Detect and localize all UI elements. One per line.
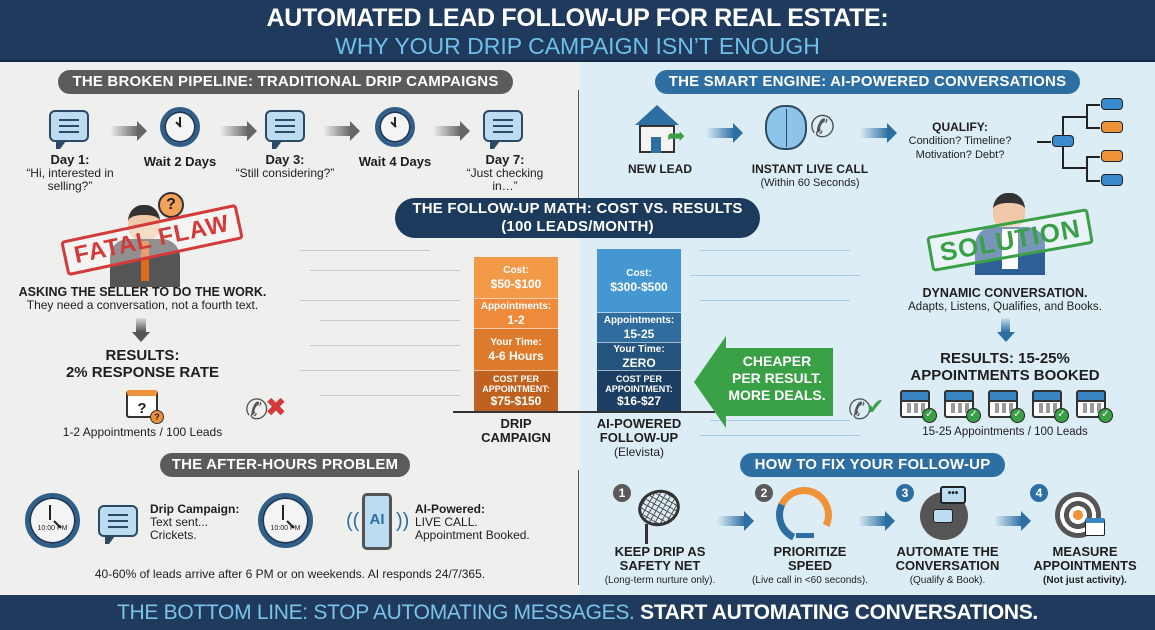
fix-step-1: KEEP DRIP AS SAFETY NET (Long-term nurtu… xyxy=(604,544,716,586)
calendar-check-icon: ✓ xyxy=(1032,390,1069,423)
ai-cost-segment: Cost: $300-$500 xyxy=(597,249,681,313)
step-number-badge: 3 xyxy=(896,484,914,502)
message-bubble-icon xyxy=(265,110,305,149)
arrow-down-head xyxy=(997,332,1015,342)
message-bubble-icon xyxy=(98,505,138,544)
net-handle xyxy=(645,524,648,544)
fix-step-3: AUTOMATE THE CONVERSATION (Qualify & Boo… xyxy=(895,544,1000,586)
fatal-flaw-description: ASKING THE SELLER TO DO THE WORK. They n… xyxy=(18,285,267,312)
ai-bar-label: AI-POWERED FOLLOW-UP (Elevista) xyxy=(596,416,682,460)
arrow-right-icon xyxy=(706,123,743,143)
arrow-right-icon xyxy=(323,121,360,141)
drip-cost-segment: Cost: $50-$100 xyxy=(474,257,558,299)
question-mark-icon: ? xyxy=(158,192,184,218)
drip-cost-bar: Cost: $50-$100 Appointments: 1-2 Your Ti… xyxy=(474,257,558,411)
timeline-step-1: Day 1: “Hi, interested in selling?” xyxy=(26,152,114,193)
timeline-step-2: Wait 2 Days xyxy=(143,154,217,169)
drip-bar-label: DRIP CAMPAIGN xyxy=(481,416,551,445)
instant-live-call-label: INSTANT LIVE CALL (Within 60 Seconds) xyxy=(751,162,869,190)
bottom-line-part1: THE BOTTOM LINE: STOP AUTOMATING MESSAGE… xyxy=(117,601,635,624)
drip-appointments-segment: Appointments: 1-2 xyxy=(474,299,558,329)
green-check-icon: ✔ xyxy=(866,394,885,419)
page-subtitle: WHY YOUR DRIP CAMPAIGN ISN’T ENOUGH xyxy=(335,33,820,59)
drip-results: RESULTS: 2% RESPONSE RATE xyxy=(65,347,220,381)
bottom-line-banner: THE BOTTOM LINE: STOP AUTOMATING MESSAGE… xyxy=(0,595,1155,630)
bottom-line-part2: START AUTOMATING CONVERSATIONS. xyxy=(640,601,1038,624)
solution-description: DYNAMIC CONVERSATION. Adapts, Listens, Q… xyxy=(908,286,1102,314)
timeline-step-4: Wait 4 Days xyxy=(358,154,432,169)
page-title: AUTOMATED LEAD FOLLOW-UP FOR REAL ESTATE… xyxy=(266,4,889,32)
calendar-icon xyxy=(1085,518,1105,536)
ai-time-segment: Your Time: ZERO xyxy=(597,343,681,371)
calendar-check-icon: ✓ xyxy=(1076,390,1113,423)
broken-pipeline-title: THE BROKEN PIPELINE: TRADITIONAL DRIP CA… xyxy=(58,70,513,94)
headset-phone-icon: ✆ xyxy=(810,111,836,144)
message-bubble-icon xyxy=(49,110,89,149)
ai-after-hours-text: AI-Powered: LIVE CALL. Appointment Booke… xyxy=(415,502,530,542)
ai-results: RESULTS: 15-25% APPOINTMENTS BOOKED xyxy=(910,350,1100,384)
drip-time-segment: Your Time: 4-6 Hours xyxy=(474,329,558,371)
calendar-check-icon: ✓ xyxy=(900,390,937,423)
panel-divider-top xyxy=(578,90,579,200)
how-to-fix-title: HOW TO FIX YOUR FOLLOW-UP xyxy=(740,453,1005,477)
ai-appointments-segment: Appointments: 15-25 xyxy=(597,313,681,343)
phone-icon: ✆ xyxy=(245,394,269,425)
arrow-down-head xyxy=(132,332,150,342)
brain-icon xyxy=(765,105,807,150)
phone-icon: ✆ xyxy=(848,394,872,425)
clock-10pm-icon: 10:00 PM xyxy=(258,493,313,548)
follow-up-math-title: THE FOLLOW-UP MATH: COST VS. RESULTS (10… xyxy=(395,198,760,238)
after-hours-footnote: 40-60% of leads arrive after 6 PM or on … xyxy=(94,567,486,581)
house-icon: ➦ xyxy=(625,105,685,157)
new-lead-label: NEW LEAD xyxy=(628,162,692,176)
clock-icon xyxy=(375,107,415,147)
calendar-check-icon: ✓ xyxy=(944,390,981,423)
step-number-badge: 4 xyxy=(1030,484,1048,502)
drip-after-hours-text: Drip Campaign: Text sent... Crickets. xyxy=(150,502,240,542)
ai-cost-per-appointment-segment: COST PER APPOINTMENT: $16-$27 xyxy=(597,371,681,411)
qualify-text: QUALIFY: Condition? Timeline? Motivation… xyxy=(908,120,1012,162)
arrow-down-icon xyxy=(136,318,146,332)
question-badge-icon: ? xyxy=(150,410,164,424)
red-x-icon: ✖ xyxy=(265,392,287,422)
step-number-badge: 1 xyxy=(613,484,631,502)
arrow-right-icon xyxy=(433,121,470,141)
fix-step-2: PRIORITIZE SPEED (Live call in <60 secon… xyxy=(752,544,868,586)
clock-10pm-icon: 10:00 PM xyxy=(25,493,80,548)
ai-phone-icon: (( AI )) xyxy=(346,493,416,553)
speedometer-base xyxy=(796,533,814,538)
step-number-badge: 2 xyxy=(755,484,773,502)
arrow-down-icon xyxy=(1001,318,1010,332)
panel-divider-bottom xyxy=(578,470,579,585)
message-bubble-icon xyxy=(483,110,523,149)
arrow-right-icon xyxy=(994,511,1031,531)
ai-results-caption: 15-25 Appointments / 100 Leads xyxy=(922,426,1088,438)
chart-baseline xyxy=(453,411,715,413)
fix-step-4: MEASURE APPOINTMENTS (Not just activity)… xyxy=(1033,544,1137,586)
arrow-right-icon xyxy=(110,121,147,141)
arrow-right-icon xyxy=(220,121,257,141)
clock-icon xyxy=(160,107,200,147)
drip-results-caption: 1-2 Appointments / 100 Leads xyxy=(62,425,223,439)
timeline-step-3: Day 3: “Still considering?” xyxy=(235,152,335,180)
arrow-right-icon xyxy=(858,511,895,531)
drip-cost-per-appointment-segment: COST PER APPOINTMENT: $75-$150 xyxy=(474,371,558,411)
page-header: AUTOMATED LEAD FOLLOW-UP FOR REAL ESTATE… xyxy=(0,0,1155,62)
ai-cost-bar: Cost: $300-$500 Appointments: 15-25 Your… xyxy=(597,249,681,411)
smart-engine-title: THE SMART ENGINE: AI-POWERED CONVERSATIO… xyxy=(655,70,1080,94)
timeline-step-5: Day 7: “Just checking in…” xyxy=(466,152,544,193)
arrow-right-icon xyxy=(717,511,754,531)
chat-dots-icon: ••• xyxy=(940,486,966,504)
calendar-check-icon: ✓ xyxy=(988,390,1025,423)
arrow-right-icon xyxy=(860,123,897,143)
after-hours-title: THE AFTER-HOURS PROBLEM xyxy=(160,453,410,477)
cheaper-callout-arrow: CHEAPER PER RESULT. MORE DEALS. xyxy=(694,336,834,428)
